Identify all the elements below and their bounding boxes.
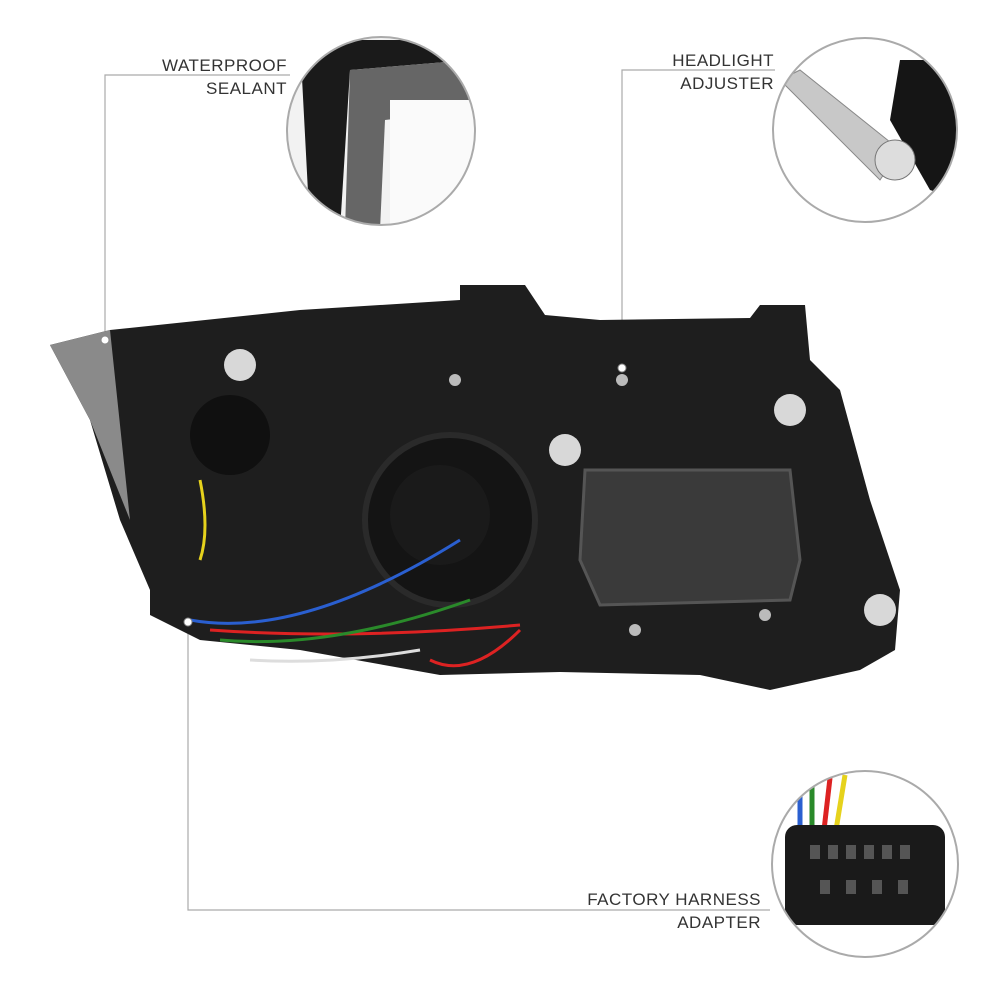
adjuster-closeup <box>772 37 958 223</box>
callout-factory-harness-adapter: FACTORY HARNESS ADAPTER <box>587 888 761 934</box>
callout-line2: SEALANT <box>206 79 287 98</box>
harness-closeup <box>771 770 959 958</box>
callout-headlight-adjuster: HEADLIGHT ADJUSTER <box>672 49 774 95</box>
callout-line2: ADJUSTER <box>680 74 774 93</box>
callout-line1: HEADLIGHT <box>672 51 774 70</box>
callout-line1: WATERPROOF <box>162 56 287 75</box>
headlight-housing <box>50 285 900 690</box>
callout-line1: FACTORY HARNESS <box>587 890 761 909</box>
callout-waterproof-sealant: WATERPROOF SEALANT <box>162 54 287 100</box>
sealant-closeup <box>286 36 476 226</box>
callout-lines <box>104 69 775 911</box>
callout-line2: ADAPTER <box>677 913 761 932</box>
